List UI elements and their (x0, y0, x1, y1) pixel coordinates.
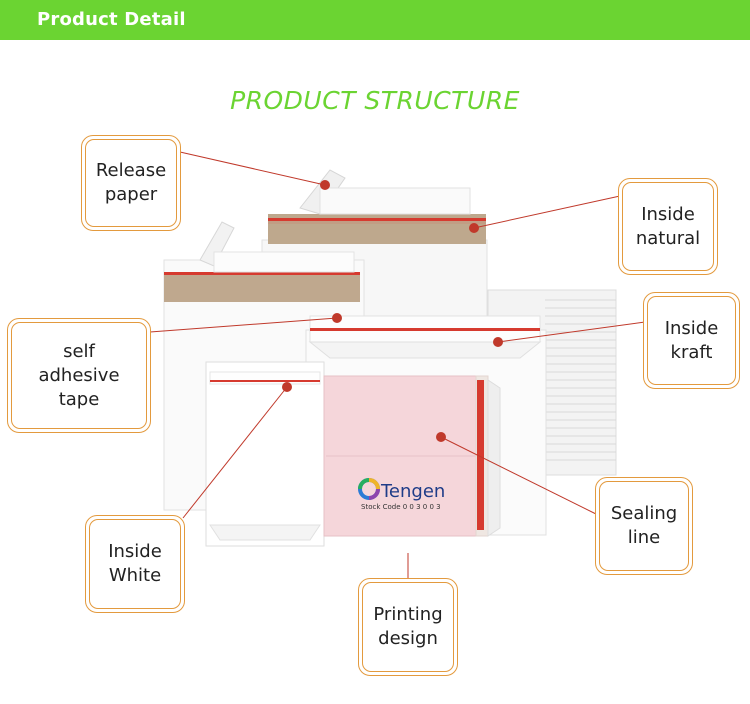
leader-dots (282, 180, 503, 442)
callout-printing-design: Printing design (358, 578, 458, 676)
tengen-logo (358, 478, 380, 500)
header-bar: Product Detail (0, 0, 750, 40)
callout-inside-white: Inside White (85, 515, 185, 613)
callout-inside-natural-text: Inside natural (635, 203, 701, 249)
callout-sealing-line: Sealing line (595, 477, 693, 575)
callout-self-adhesive-tape: self adhesive tape (7, 318, 151, 433)
callout-release-paper: Release paper (81, 135, 181, 231)
diagram-title: PRODUCT STRUCTURE (230, 86, 520, 115)
leader-lines (149, 151, 646, 578)
mailer-front-left (205, 361, 325, 547)
brand-stock-code: Stock Code 0 0 3 0 0 3 (361, 503, 441, 511)
callout-inside-kraft-text: Inside kraft (664, 317, 719, 363)
header-title: Product Detail (37, 9, 186, 30)
callout-inside-natural: Inside natural (618, 178, 718, 275)
callout-inside-kraft: Inside kraft (643, 292, 740, 389)
callout-sealing-line-text: Sealing line (610, 503, 678, 548)
callout-printing-design-text: Printing design (373, 604, 443, 649)
mailer-printed (323, 375, 501, 537)
callout-release-paper-text: Release paper (95, 160, 167, 205)
brand-name: Tengen (380, 481, 445, 502)
callout-self-adhesive-tape-text: self adhesive tape (38, 340, 120, 410)
callout-inside-white-text: Inside White (108, 541, 162, 586)
